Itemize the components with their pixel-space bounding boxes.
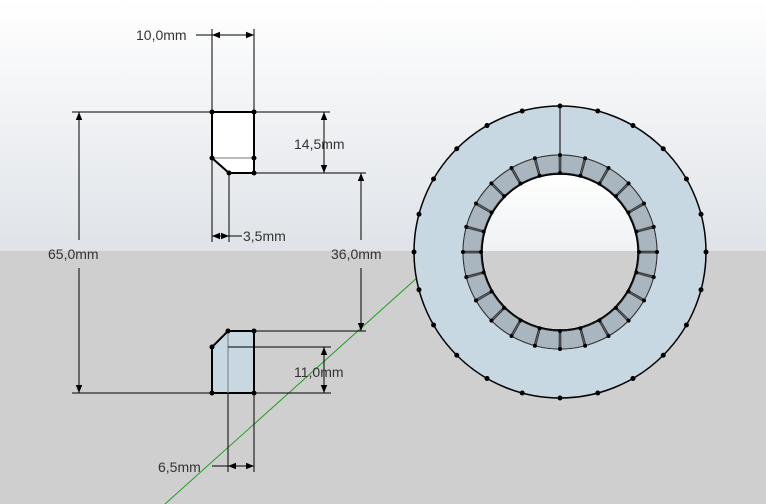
dim-label-top-chamfer: 3,5mm xyxy=(243,228,286,244)
ring-segment xyxy=(560,327,585,350)
ring-segment-vertex xyxy=(613,305,618,310)
dim-label-overall: 65,0mm xyxy=(48,246,99,262)
ring-outer-vertex xyxy=(660,352,666,358)
ring-segment-vertex xyxy=(509,165,514,170)
ring-segment-vertex xyxy=(489,181,494,186)
ring-segment-vertex xyxy=(558,329,562,333)
ring-segment-vertex xyxy=(558,153,562,157)
ring-outer-vertex xyxy=(698,211,704,217)
ring-segment-vertex xyxy=(642,298,647,303)
ring-outer-vertex xyxy=(630,123,636,129)
ring-segment-vertex xyxy=(626,181,631,186)
ring-outer-vertex xyxy=(484,375,490,381)
ring-segment-vertex xyxy=(578,173,583,178)
ring-segment-vertex xyxy=(626,289,631,294)
ring-segment-vertex xyxy=(597,318,602,323)
ring-segment-vertex xyxy=(532,156,537,161)
ring-outer-vertex xyxy=(660,146,666,152)
ring-segment-vertex xyxy=(626,318,631,323)
dim-label-bottom-width: 6,5mm xyxy=(158,459,201,475)
dimension-bottom-height[interactable] xyxy=(228,346,331,394)
ring-segment-vertex xyxy=(481,270,486,275)
dim-label-top-height: 14,5mm xyxy=(294,136,345,152)
ring-segment-vertex xyxy=(464,275,469,280)
ring-segment xyxy=(535,154,560,177)
ring-segment xyxy=(462,227,485,252)
ring-segment-vertex xyxy=(461,250,465,254)
ring-segment-vertex xyxy=(613,194,618,199)
ring-segment-vertex xyxy=(597,181,602,186)
dim-label-middle: 36,0mm xyxy=(331,246,382,262)
ring-segment-vertex xyxy=(502,305,507,310)
ring-segment-vertex xyxy=(583,343,588,348)
dimension-top-width[interactable] xyxy=(196,29,255,112)
ring-segment-vertex xyxy=(637,250,641,254)
ring-segment-vertex xyxy=(489,318,494,323)
ring-segment xyxy=(462,252,485,277)
ring-outer-vertex xyxy=(683,176,689,182)
ring-outer-vertex xyxy=(519,108,525,114)
dimension-bottom-width[interactable] xyxy=(212,393,255,472)
ring-outer-vertex xyxy=(557,103,563,109)
ring-outer-vertex xyxy=(454,352,460,358)
ring-segment-vertex xyxy=(626,210,631,215)
dimension-middle[interactable] xyxy=(254,172,366,332)
ring-segment-vertex xyxy=(583,156,588,161)
ring-segment xyxy=(535,327,560,350)
ring-segment-vertex xyxy=(558,347,562,351)
ring-segment-vertex xyxy=(634,270,639,275)
ring-segment-vertex xyxy=(489,210,494,215)
ring-segment-vertex xyxy=(473,298,478,303)
ring-segment-vertex xyxy=(634,229,639,234)
ring-segment-vertex xyxy=(651,275,656,280)
ring-segment-vertex xyxy=(655,250,659,254)
ring-outer-vertex xyxy=(416,211,422,217)
ring-segment-vertex xyxy=(537,326,542,331)
ring-outer-vertex xyxy=(431,176,437,182)
ring-segment-vertex xyxy=(537,173,542,178)
ring-outer-vertex xyxy=(698,287,704,293)
ring-segment-vertex xyxy=(473,201,478,206)
ring-segment-vertex xyxy=(642,201,647,206)
green-axis-line xyxy=(164,276,419,504)
ring-segment-vertex xyxy=(606,165,611,170)
dimension-overall[interactable] xyxy=(72,111,212,394)
ring-outer-vertex xyxy=(431,322,437,328)
ring-outer-vertex xyxy=(519,390,525,396)
ring-outer-vertex xyxy=(484,123,490,129)
ring-segment-vertex xyxy=(479,250,483,254)
ring-segment-vertex xyxy=(481,229,486,234)
ring-outer-vertex xyxy=(630,375,636,381)
ring-outer-vertex xyxy=(557,395,563,401)
ring-outer-vertex xyxy=(683,322,689,328)
ring-segment-vertex xyxy=(558,171,562,175)
ring-model[interactable] xyxy=(411,103,709,401)
dimension-top-chamfer[interactable] xyxy=(211,158,242,242)
dim-label-top-width: 10,0mm xyxy=(136,27,187,43)
dim-label-bottom-height: 11,0mm xyxy=(294,364,344,380)
ring-outer-vertex xyxy=(416,287,422,293)
ring-outer-vertex xyxy=(595,108,601,114)
ring-segment-vertex xyxy=(502,194,507,199)
ring-outer-vertex xyxy=(411,249,417,255)
ring-segment-vertex xyxy=(518,318,523,323)
ring-segment xyxy=(635,252,658,277)
ring-segment-vertex xyxy=(464,224,469,229)
ring-segment-vertex xyxy=(532,343,537,348)
ring-segment-vertex xyxy=(578,326,583,331)
ring-segment-vertex xyxy=(489,289,494,294)
ring-outer-vertex xyxy=(595,390,601,396)
ring-segment xyxy=(635,227,658,252)
ring-segment-vertex xyxy=(651,224,656,229)
ring-outer-vertex xyxy=(454,146,460,152)
ring-segment-vertex xyxy=(518,181,523,186)
ring-outer-vertex xyxy=(703,249,709,255)
ring-segment-vertex xyxy=(606,334,611,339)
ring-segment xyxy=(560,154,585,177)
ring-segment-vertex xyxy=(509,334,514,339)
